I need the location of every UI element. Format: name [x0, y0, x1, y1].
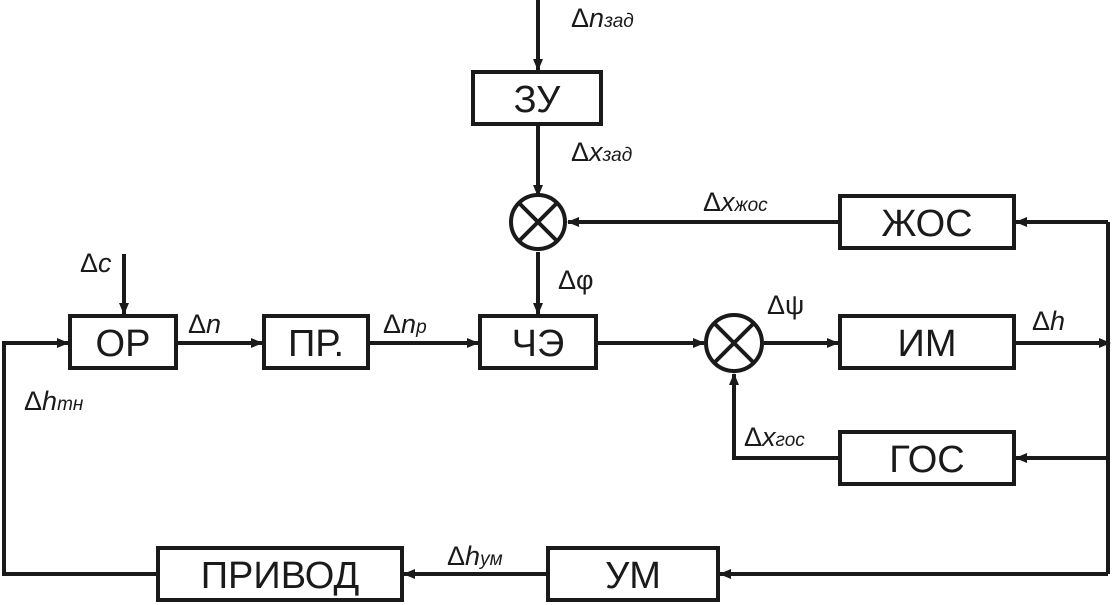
block-im-label: ИМ — [898, 323, 957, 365]
block-gos-label: ГОС — [889, 439, 964, 481]
signal-n-p: Δnр — [383, 309, 427, 339]
block-zhos-label: ЖОС — [881, 203, 972, 245]
block-im: ИМ — [838, 314, 1016, 370]
block-or: ОР — [68, 314, 178, 370]
signal-x-zhos: Δxжос — [703, 187, 768, 217]
line-gos-to-sum2 — [729, 373, 840, 460]
block-che: ЧЭ — [478, 314, 598, 370]
summing-junction-bottom — [704, 313, 764, 373]
signal-h-um: Δhум — [447, 541, 503, 571]
block-or-label: ОР — [96, 323, 151, 365]
block-zu: ЗУ — [471, 70, 603, 126]
block-um-label: УМ — [605, 555, 661, 597]
signal-h: Δh — [1032, 306, 1065, 336]
signal-n-zad: Δnзад — [571, 3, 634, 33]
signal-c: Δc — [80, 248, 112, 278]
signal-x-gos: Δxгос — [744, 422, 805, 452]
signal-phi: Δφ — [558, 265, 594, 295]
block-pr-label: ПР. — [288, 323, 344, 365]
block-gos: ГОС — [838, 430, 1016, 486]
block-zhos: ЖОС — [838, 194, 1016, 250]
block-privod-label: ПРИВОД — [201, 555, 360, 597]
block-privod: ПРИВОД — [156, 546, 404, 602]
signal-x-zad: Δxзад — [571, 137, 632, 167]
line-privod-to-or — [2, 338, 158, 576]
block-um: УМ — [546, 546, 720, 602]
signal-n: Δn — [188, 309, 221, 339]
summing-junction-top — [509, 193, 567, 251]
connections — [2, 0, 1111, 579]
signal-h-tn: Δhтн — [24, 386, 84, 416]
block-che-label: ЧЭ — [512, 323, 565, 365]
block-pr: ПР. — [262, 314, 370, 370]
block-zu-label: ЗУ — [514, 79, 562, 121]
signal-psi: Δψ — [767, 290, 804, 320]
